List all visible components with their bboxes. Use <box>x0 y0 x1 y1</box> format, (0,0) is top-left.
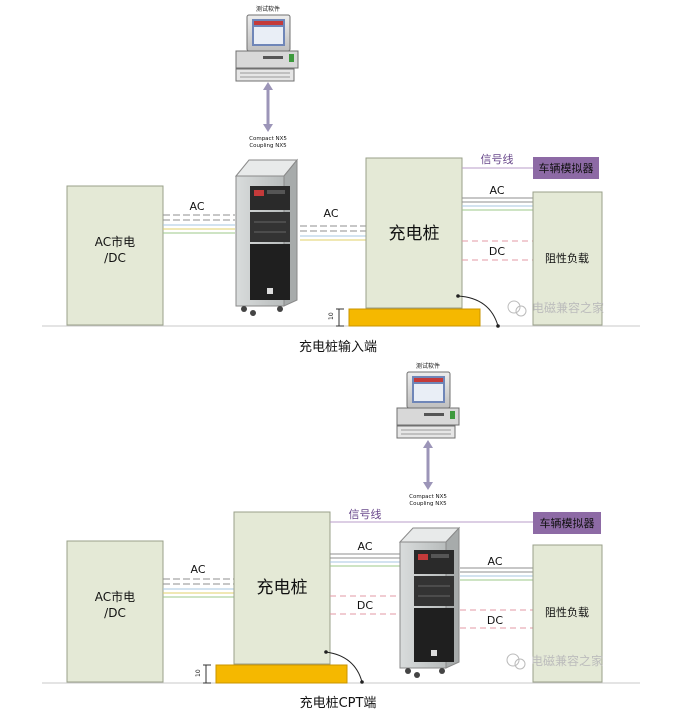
ground-plane <box>215 664 348 684</box>
vehicle-simulator-box <box>533 512 601 534</box>
dc-label-right: DC <box>489 245 505 258</box>
dim-label: 10 <box>195 669 202 677</box>
watermark-text: 电磁兼容之家 <box>531 653 603 668</box>
ac-label-right: AC <box>487 555 502 568</box>
dc-label-right: DC <box>487 614 503 627</box>
grid-box-label-2: /DC <box>104 606 126 620</box>
load-label: 阻性负载 <box>545 251 589 265</box>
ac-label-left: AC <box>189 200 204 213</box>
software-label: 测试软件 <box>416 362 440 370</box>
charger-label: 充电桩 <box>257 578 308 598</box>
computer-icon <box>235 14 299 82</box>
charger-box <box>233 511 331 665</box>
compact-label: Compact NX5 <box>249 136 287 142</box>
ac-cable-right <box>462 197 533 211</box>
ac-cable-mid <box>330 553 400 567</box>
ac-cable-right <box>460 567 533 581</box>
coupling-label: Coupling NX5 <box>249 143 287 149</box>
resistive-load-box <box>532 191 603 326</box>
charger-box <box>365 157 463 309</box>
coupling-label: Coupling NX5 <box>409 501 447 507</box>
grid-box-label-1: AC市电 <box>95 589 135 604</box>
dc-cable-mid <box>330 595 400 615</box>
dc-label-mid: DC <box>357 599 373 612</box>
watermark-text: 电磁兼容之家 <box>532 300 604 315</box>
watermark: 电磁兼容之家 <box>507 300 604 317</box>
watermark: 电磁兼容之家 <box>506 653 603 670</box>
resistive-load-box <box>532 544 603 683</box>
bottom-diagram: 测试软件 Compact NX5 Coupling NX5 AC市电 /DC A… <box>42 362 640 711</box>
computer-icon <box>396 371 460 439</box>
dc-cable-right <box>462 240 533 261</box>
ac-cable-mid <box>300 225 366 241</box>
vehicle-label: 车辆模拟器 <box>540 516 595 530</box>
link-arrow <box>263 82 273 132</box>
caption: 充电桩CPT端 <box>300 695 377 711</box>
ac-cable-left <box>163 578 234 598</box>
signal-label: 信号线 <box>481 152 514 166</box>
grid-box <box>66 540 164 683</box>
grid-box-label-1: AC市电 <box>95 234 135 249</box>
software-label: 测试软件 <box>256 5 280 13</box>
ac-label-mid: AC <box>323 207 338 220</box>
load-label: 阻性负载 <box>545 605 589 619</box>
test-rack-icon <box>234 158 299 316</box>
ac-label-right: AC <box>489 184 504 197</box>
ac-label-left: AC <box>190 563 205 576</box>
compact-label: Compact NX5 <box>409 494 447 500</box>
dc-cable-right <box>460 609 533 629</box>
vehicle-simulator-box <box>533 157 599 179</box>
ac-label-mid: AC <box>357 540 372 553</box>
dim-label: 10 <box>328 312 335 320</box>
charger-label: 充电桩 <box>389 224 440 244</box>
test-rack-icon <box>398 526 461 678</box>
ac-cable-left <box>163 214 235 234</box>
grid-box-label-2: /DC <box>104 251 126 265</box>
caption: 充电桩输入端 <box>299 339 377 355</box>
vehicle-label: 车辆模拟器 <box>539 161 594 175</box>
grid-box <box>66 185 164 326</box>
ground-plane <box>348 308 481 327</box>
signal-label: 信号线 <box>349 507 382 521</box>
top-diagram: 测试软件 Compact NX5 Coupling NX5 AC市电 /DC A… <box>42 5 640 355</box>
link-arrow <box>423 440 433 490</box>
